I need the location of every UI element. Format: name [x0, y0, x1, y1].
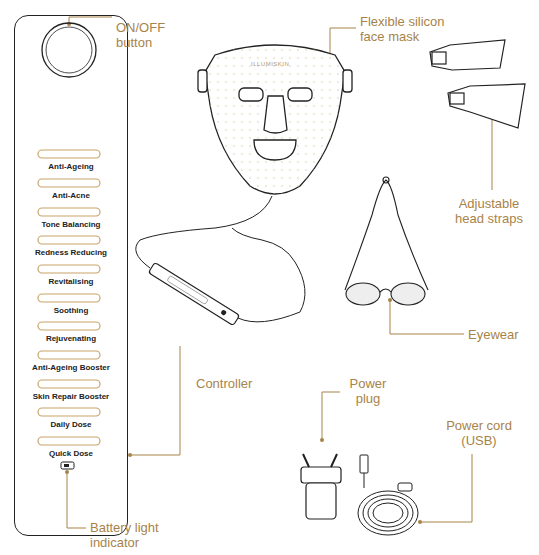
mode-label: Anti-Ageing	[15, 162, 127, 172]
controller-panel	[38, 23, 100, 469]
small-controller	[148, 262, 239, 325]
mode-label: Anti-Acne	[15, 191, 127, 201]
mode-label: Quick Dose	[15, 449, 127, 459]
mode-label: Skin Repair Booster	[15, 392, 127, 402]
callout-label: Power cord (USB)	[434, 418, 524, 448]
mode-label: Anti-Ageing Booster	[15, 363, 127, 373]
mode-label: Rejuvenating	[15, 334, 127, 344]
callout-label: Eyewear	[468, 327, 532, 342]
mode-label: Daily Dose	[15, 420, 127, 430]
leader-lines	[67, 17, 492, 528]
mode-button	[38, 265, 100, 273]
mode-button	[38, 208, 100, 216]
mode-button	[38, 380, 100, 388]
mode-button	[38, 408, 100, 416]
mode-button	[38, 294, 100, 302]
mode-button	[38, 351, 100, 359]
mode-button	[38, 179, 100, 187]
brand-logo: ILLUMISKIN	[251, 60, 311, 68]
mode-label: Tone Balancing	[15, 220, 127, 230]
mode-label: Revitalising	[15, 277, 127, 287]
eyewear	[345, 177, 428, 305]
controller-panel: Anti-AgeingAnti-AcneTone BalancingRednes…	[14, 15, 128, 536]
callout-label: Battery light indicator	[90, 520, 180, 550]
mode-button	[38, 322, 100, 330]
callout-label: Flexible silicon face mask	[360, 14, 470, 44]
mode-label: Soothing	[15, 306, 127, 316]
head-straps	[430, 40, 525, 128]
mode-button	[38, 236, 100, 244]
face-mask	[198, 45, 352, 194]
callout-label: Power plug	[343, 376, 393, 406]
callout-label: Adjustable head straps	[446, 196, 532, 226]
usb-cord	[358, 455, 418, 535]
callout-label: ON/OFF button	[116, 20, 178, 50]
mode-button	[38, 150, 100, 158]
callout-label: Controller	[196, 376, 276, 391]
power-plug	[301, 454, 341, 519]
mode-label: Redness Reducing	[15, 248, 127, 258]
mode-button	[38, 437, 100, 445]
